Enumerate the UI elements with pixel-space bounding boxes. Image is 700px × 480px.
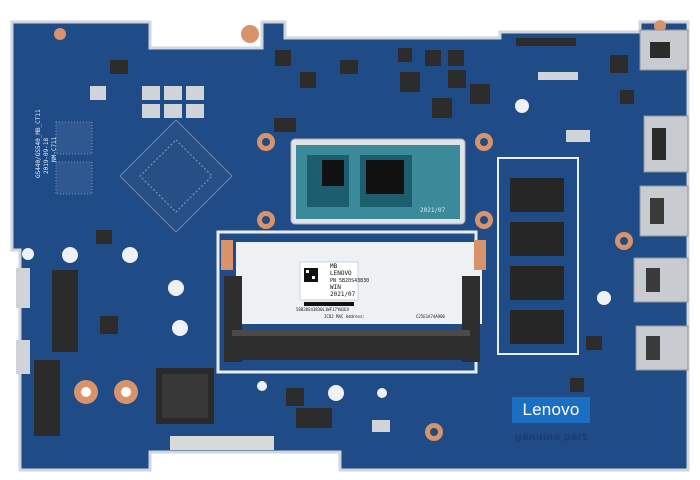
test-pads: [22, 99, 611, 401]
connectors: [16, 38, 590, 450]
gpu-bga-area: [55, 119, 233, 233]
silkscreen-line-1: GS440/GS540_MB_CT11: [35, 109, 42, 178]
silkscreen-line-2: 2019-09-18: [43, 137, 50, 174]
lenovo-logo: Lenovo: [512, 397, 590, 423]
cpu-sticker-date: 2021/07: [420, 207, 446, 214]
ram-label-line-5: 2021/07: [330, 291, 356, 298]
ram-label-line-2: LENOVO: [330, 270, 352, 277]
genuine-part-caption: genuine part: [514, 432, 588, 443]
power-components: [90, 48, 634, 406]
ram-mac-caption: ICD2 MAC Address:: [324, 314, 365, 319]
ram-label-line-4: WIN: [330, 284, 341, 291]
silkscreen-line-3: NM-C711: [51, 136, 58, 162]
memory-chips: [497, 157, 579, 355]
cpu-package: 2021/07: [290, 138, 466, 225]
ram-label-line-3: PN 5B20S43830: [330, 278, 369, 284]
mounting-holes: [54, 20, 666, 441]
ram-slot: MB LENOVO PN 5B20S43830 WIN 2021/07 58B2…: [216, 230, 486, 374]
ram-mac-value: C25E1A74A906: [416, 314, 445, 319]
ram-label-line-1: MB: [330, 263, 338, 270]
ram-serial: 58B20S43830L1WF17YW1EV: [296, 307, 350, 312]
io-ports: [633, 29, 689, 371]
